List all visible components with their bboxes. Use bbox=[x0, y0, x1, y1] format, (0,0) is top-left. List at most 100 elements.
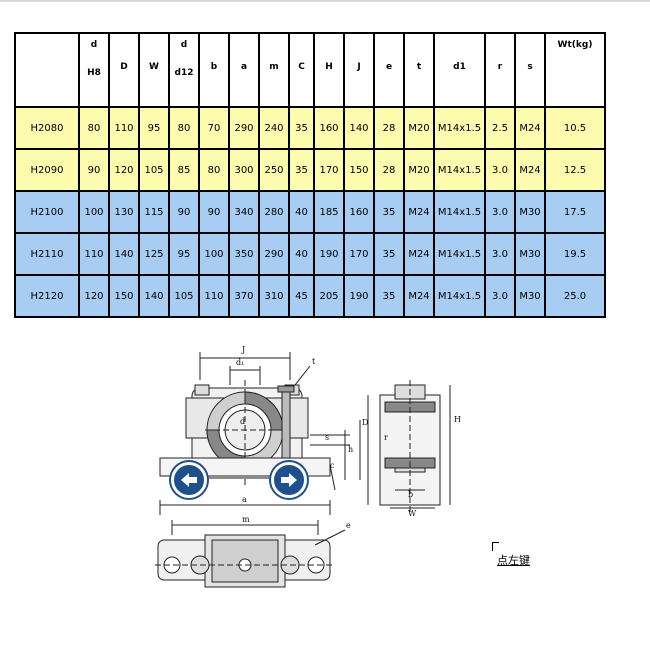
table-cell: 125 bbox=[138, 232, 170, 276]
table-cell: 28 bbox=[373, 106, 405, 150]
header-label: t bbox=[416, 62, 422, 72]
table-cell: M24 bbox=[514, 106, 546, 150]
table-cell: 25.0 bbox=[544, 274, 606, 318]
header-cell: m bbox=[258, 32, 290, 108]
header-label: H bbox=[325, 62, 333, 72]
table-cell: 40 bbox=[288, 232, 315, 276]
label-c: c bbox=[330, 461, 335, 470]
arrow-left-icon bbox=[181, 473, 197, 487]
table-cell: 190 bbox=[313, 232, 345, 276]
table-cell: 19.5 bbox=[544, 232, 606, 276]
click-left-text: 点左键 bbox=[497, 554, 530, 567]
table-cell: M14x1.5 bbox=[433, 274, 486, 318]
table-cell: 40 bbox=[288, 190, 315, 234]
label-W: W bbox=[408, 509, 417, 518]
table-cell: M14x1.5 bbox=[433, 106, 486, 150]
header-cell: J bbox=[343, 32, 375, 108]
label-h: h bbox=[348, 445, 353, 454]
table-cell: M20 bbox=[403, 148, 435, 192]
table-cell: 28 bbox=[373, 148, 405, 192]
label-d: d bbox=[240, 417, 245, 426]
header-label: m bbox=[269, 62, 279, 72]
table-cell: 35 bbox=[373, 190, 405, 234]
table-cell: M30 bbox=[514, 232, 546, 276]
table-cell: 160 bbox=[343, 190, 375, 234]
table-cell: 105 bbox=[138, 148, 170, 192]
table-cell: 205 bbox=[313, 274, 345, 318]
table-cell: M24 bbox=[403, 274, 435, 318]
model-cell: H2100 bbox=[14, 190, 80, 234]
table-cell: 280 bbox=[258, 190, 290, 234]
table-cell: 150 bbox=[343, 148, 375, 192]
model-cell: H2090 bbox=[14, 148, 80, 192]
header-label: d1 bbox=[453, 62, 466, 72]
header-label: J bbox=[357, 62, 361, 72]
header-label: s bbox=[527, 62, 533, 72]
label-J: J bbox=[241, 345, 245, 354]
table-cell: 90 bbox=[78, 148, 110, 192]
header-cell: a bbox=[228, 32, 260, 108]
header-cell: d1 bbox=[433, 32, 486, 108]
table-cell: 3.0 bbox=[484, 148, 516, 192]
header-label-bottom: d12 bbox=[174, 68, 194, 78]
table-cell: 85 bbox=[168, 148, 200, 192]
table-cell: 80 bbox=[198, 148, 230, 192]
header-label: b bbox=[210, 62, 218, 72]
header-cell: t bbox=[403, 32, 435, 108]
table-cell: 185 bbox=[313, 190, 345, 234]
table-cell: 95 bbox=[168, 232, 200, 276]
table-cell: 300 bbox=[228, 148, 260, 192]
header-label: C bbox=[298, 62, 305, 72]
model-cell: H2080 bbox=[14, 106, 80, 150]
label-D: D bbox=[362, 418, 368, 427]
table-cell: 240 bbox=[258, 106, 290, 150]
header-cell: Wt(kg) bbox=[544, 32, 606, 108]
header-label: D bbox=[120, 62, 128, 72]
header-label: r bbox=[497, 62, 503, 72]
model-cell: H2120 bbox=[14, 274, 80, 318]
header-cell bbox=[14, 32, 80, 108]
table-cell: M30 bbox=[514, 190, 546, 234]
header-cell: H bbox=[313, 32, 345, 108]
table-cell: M14x1.5 bbox=[433, 148, 486, 192]
label-r: r bbox=[384, 433, 388, 442]
table-cell: 35 bbox=[373, 232, 405, 276]
table-cell: 140 bbox=[138, 274, 170, 318]
header-label: a bbox=[240, 62, 248, 72]
table-cell: 170 bbox=[343, 232, 375, 276]
table-cell: 140 bbox=[108, 232, 140, 276]
previous-button[interactable] bbox=[171, 462, 207, 498]
table-cell: 100 bbox=[78, 190, 110, 234]
table-cell: 10.5 bbox=[544, 106, 606, 150]
label-d1: d₁ bbox=[236, 358, 244, 367]
table-cell: M24 bbox=[514, 148, 546, 192]
header-label: e bbox=[385, 62, 393, 72]
header-cell: e bbox=[373, 32, 405, 108]
table-cell: 35 bbox=[288, 106, 315, 150]
table-cell: 100 bbox=[198, 232, 230, 276]
table-cell: 2.5 bbox=[484, 106, 516, 150]
table-cell: 310 bbox=[258, 274, 290, 318]
table-cell: 110 bbox=[78, 232, 110, 276]
table-cell: 105 bbox=[168, 274, 200, 318]
label-b: b bbox=[408, 490, 413, 499]
table-cell: 120 bbox=[78, 274, 110, 318]
header-label-top: d bbox=[90, 40, 98, 50]
header-label-bottom: H8 bbox=[87, 68, 101, 78]
label-t: t bbox=[312, 357, 316, 366]
table-cell: 3.0 bbox=[484, 232, 516, 276]
table-cell: 17.5 bbox=[544, 190, 606, 234]
table-cell: 70 bbox=[198, 106, 230, 150]
next-button[interactable] bbox=[271, 462, 307, 498]
table-cell: 340 bbox=[228, 190, 260, 234]
label-m: m bbox=[242, 515, 250, 524]
table-cell: M14x1.5 bbox=[433, 190, 486, 234]
table-cell: 12.5 bbox=[544, 148, 606, 192]
